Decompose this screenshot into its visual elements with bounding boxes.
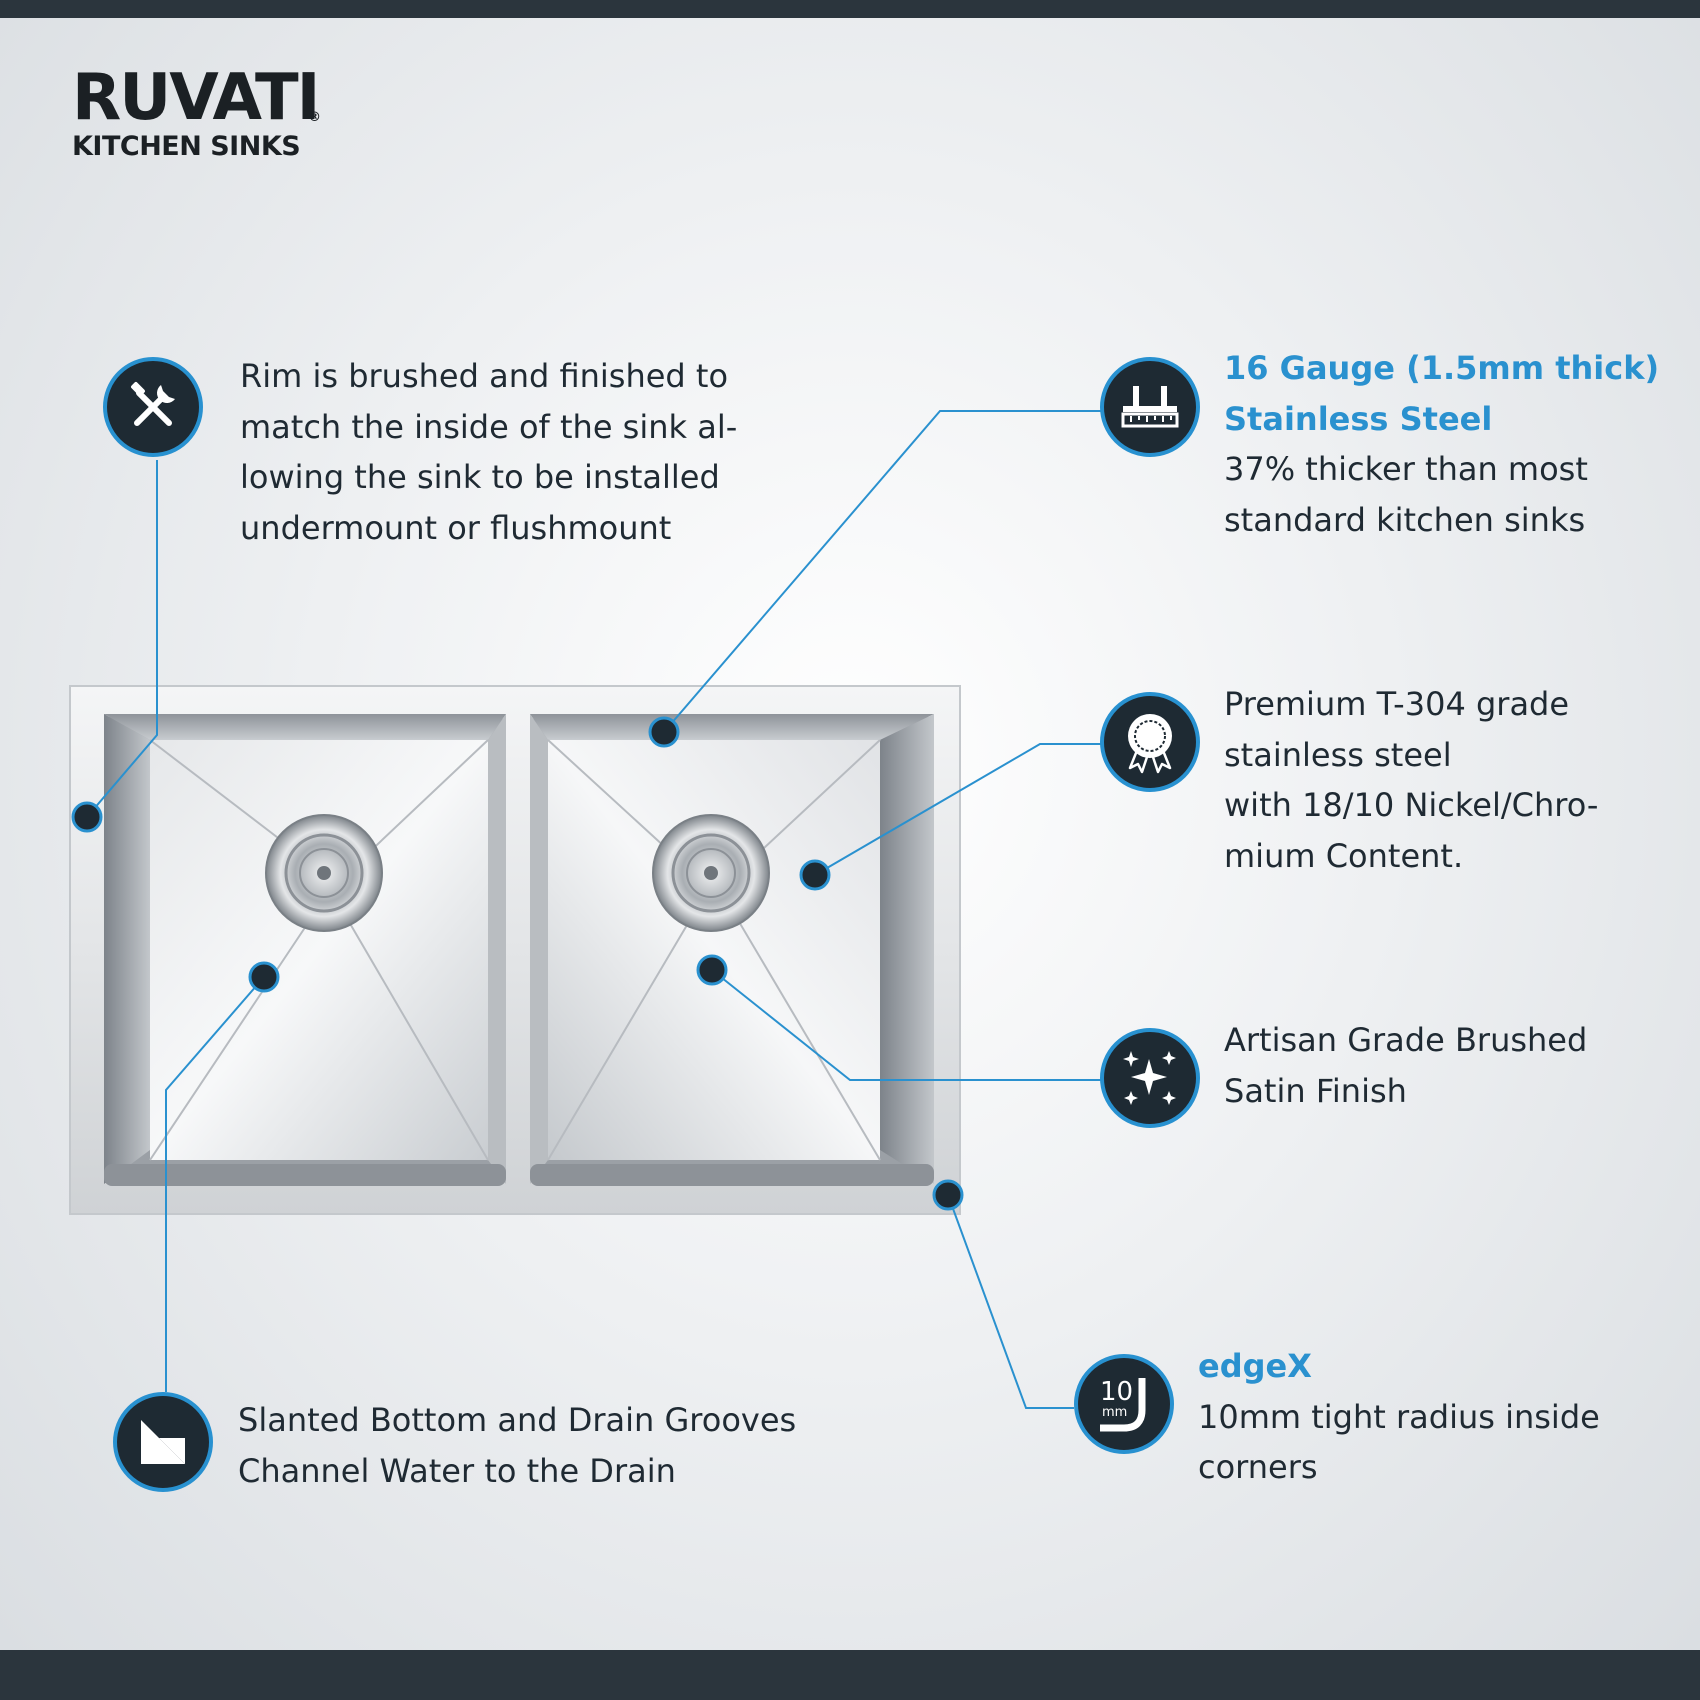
bottom-bar — [0, 1650, 1700, 1700]
radius-corner-icon: 10 mm — [1100, 1377, 1146, 1432]
tools-icon — [131, 382, 175, 426]
top-bar — [0, 0, 1700, 18]
registered-mark: ® — [308, 110, 321, 125]
feature-badge-rim — [103, 357, 203, 457]
feature-text-gauge: 16 Gauge (1.5mm thick) Stainless Steel 3… — [1224, 349, 1660, 539]
feature-badge-gauge — [1100, 357, 1200, 457]
radius-value: 10 — [1100, 1377, 1133, 1407]
feature-badge-slant — [113, 1392, 213, 1492]
feature-text-rim: Rim is brushed and finished to match the… — [240, 357, 738, 547]
feature-text-edge: edgeX 10mm tight radius inside corners — [1198, 1347, 1600, 1486]
feature-text-slant: Slanted Bottom and Drain Grooves Channel… — [238, 1401, 797, 1490]
brand-subtitle: KITCHEN SINKS — [72, 131, 301, 162]
feature-text-grade: Premium T-304 grade stainless steel with… — [1224, 685, 1599, 875]
feature-badge-grade — [1100, 692, 1200, 792]
feature-text-finish: Artisan Grade Brushed Satin Finish — [1224, 1021, 1588, 1110]
radius-unit: mm — [1102, 1405, 1127, 1420]
feature-badge-finish — [1100, 1028, 1200, 1128]
brand-name: RUVATI — [72, 61, 320, 135]
feature-badge-edge: 10 mm — [1074, 1354, 1174, 1454]
slanted-bottom-icon — [141, 1420, 185, 1464]
sparkles-icon — [1123, 1051, 1176, 1105]
ruler-gauge-icon — [1121, 386, 1179, 428]
award-ribbon-icon — [1128, 714, 1172, 774]
brand-logo: RUVATI ® KITCHEN SINKS — [72, 66, 342, 160]
